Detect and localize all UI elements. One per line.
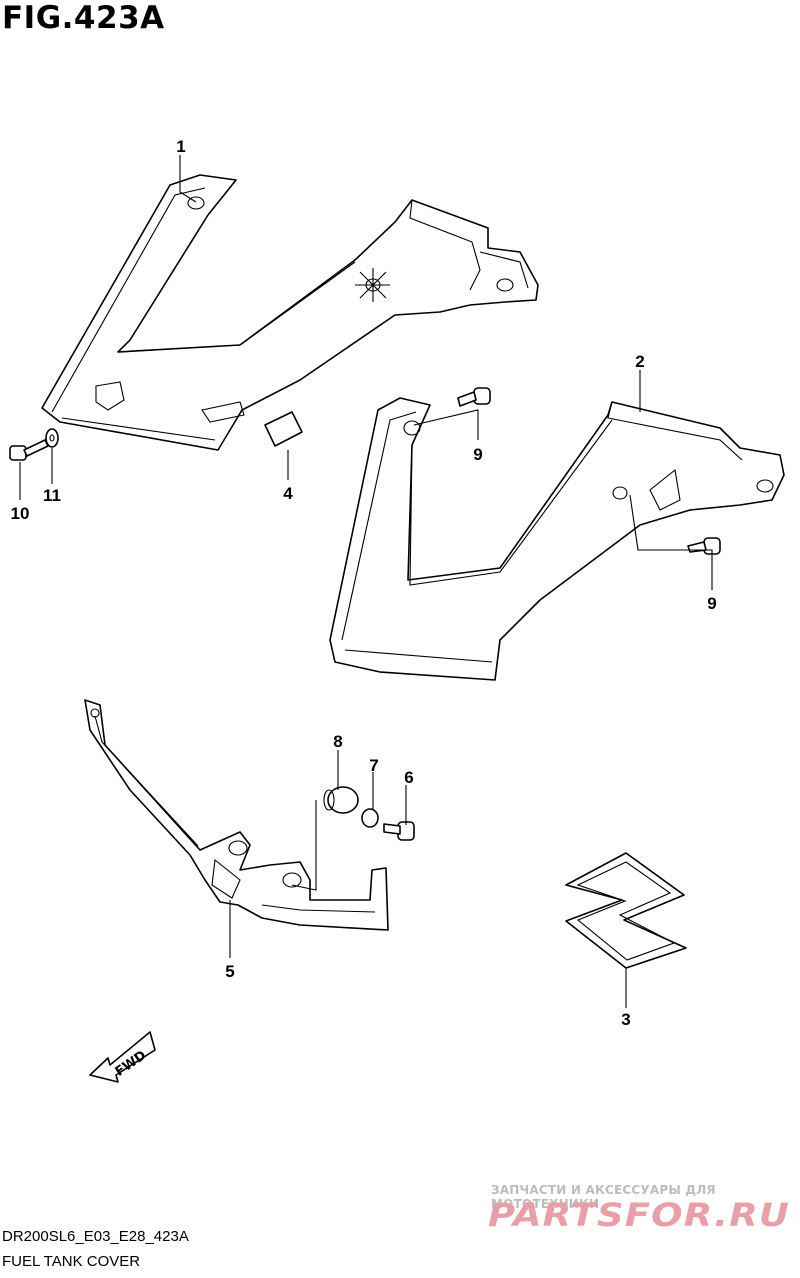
part-2-right-tank-cover	[329, 397, 785, 681]
svg-text:PARTSFOR.RU: PARTSFOR.RU	[488, 1196, 790, 1232]
part-9-bolt-upper	[457, 387, 491, 407]
callout-1: 1	[176, 137, 186, 156]
callout-10: 10	[10, 504, 30, 523]
leader-lines	[19, 155, 713, 1008]
callout-9-lower: 9	[707, 594, 717, 613]
watermark-logo: PARTSFOR.RU	[488, 1196, 790, 1232]
callout-7: 7	[369, 756, 379, 775]
watermark-tagline: ЗАПЧАСТИ И АКСЕССУАРЫ ДЛЯ МОТОТЕХНИКИ	[491, 1183, 716, 1211]
part-6-bolt	[383, 821, 415, 841]
part-7-collar	[361, 808, 379, 828]
part-11-washer	[45, 428, 59, 448]
part-8-grommet	[323, 786, 359, 814]
part-1-left-tank-cover	[41, 174, 539, 451]
callout-9-upper: 9	[473, 445, 483, 464]
callout-8: 8	[333, 732, 343, 751]
part-5-bracket	[84, 699, 389, 931]
callout-2: 2	[635, 352, 645, 371]
callout-4: 4	[283, 484, 293, 503]
figure-title: FIG.423A	[2, 0, 165, 36]
part-3-emblem	[565, 852, 687, 969]
figure-code: DR200SL6_E03_E28_423A	[2, 1228, 189, 1245]
part-9-bolt-lower	[687, 537, 721, 555]
callout-3: 3	[621, 1010, 631, 1029]
callout-6: 6	[404, 768, 414, 787]
callout-11: 11	[43, 486, 61, 505]
part-4-cushion-pad	[264, 411, 303, 447]
callout-5: 5	[225, 962, 235, 981]
fwd-arrow-icon: FWD	[89, 1031, 156, 1083]
part-10-bolt	[9, 439, 49, 461]
figure-caption: FUEL TANK COVER	[2, 1253, 141, 1270]
